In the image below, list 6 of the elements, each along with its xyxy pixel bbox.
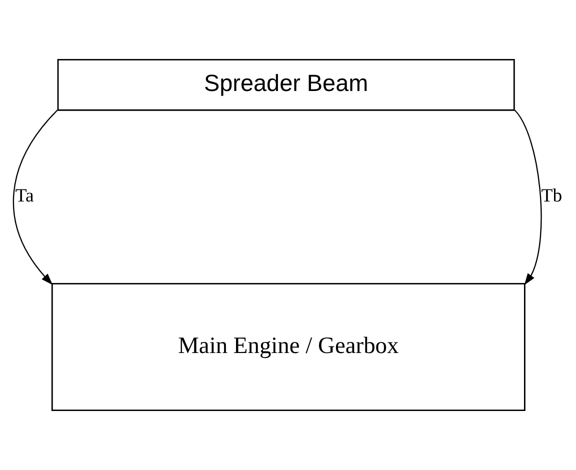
arrow — [13, 110, 58, 285]
edge-label: Ta — [15, 185, 34, 206]
node-box: Main Engine / Gearbox — [51, 282, 526, 412]
arrow — [514, 110, 542, 286]
edge-label: Tb — [541, 185, 562, 206]
node-box: Spreader Beam — [57, 58, 515, 111]
